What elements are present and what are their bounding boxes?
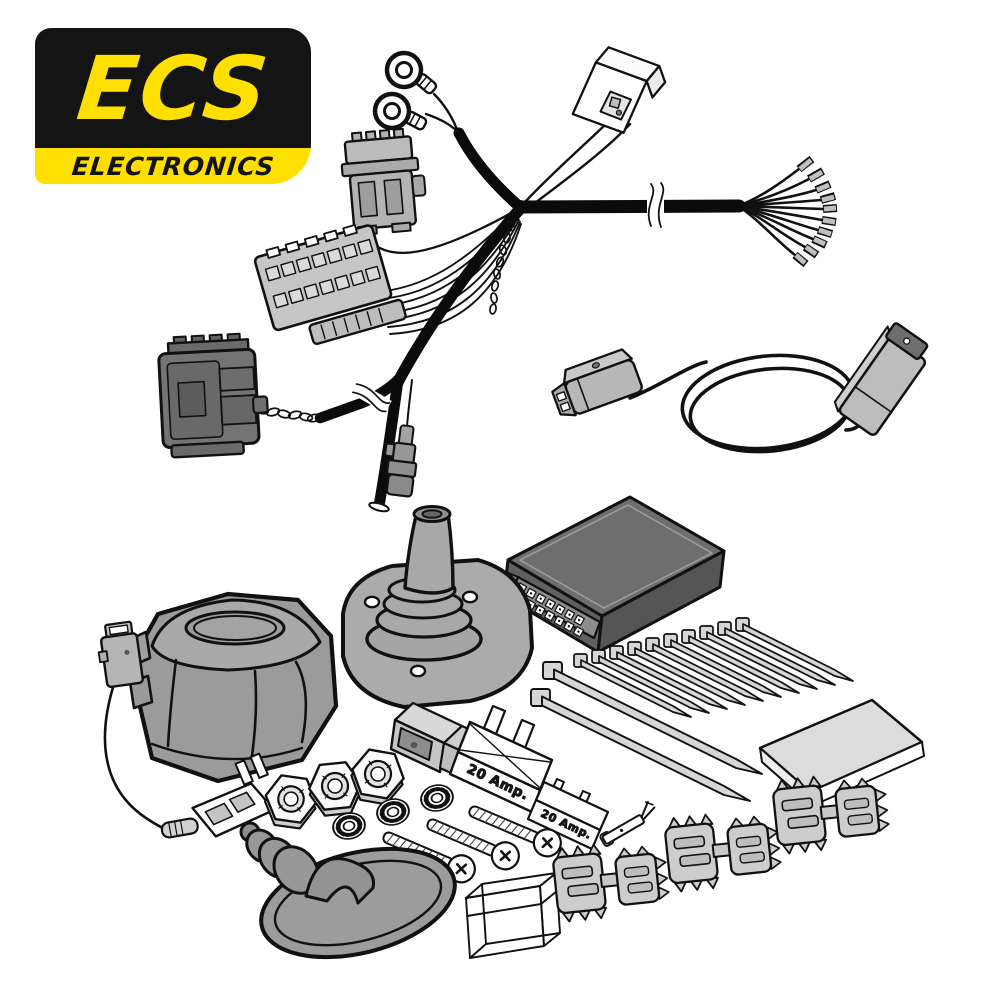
crimp-terminal bbox=[599, 800, 656, 847]
dark-relay-connector bbox=[157, 332, 269, 459]
ecs-logo: ECS ELECTRONICS bbox=[35, 28, 311, 184]
multi-pin-connector bbox=[253, 224, 407, 346]
wireframe-box bbox=[465, 872, 561, 959]
ecs-logo-yellow-band: ELECTRONICS bbox=[35, 148, 311, 184]
standard-blade-fuse: 20 Amp. bbox=[448, 704, 554, 814]
left-extension-connector bbox=[551, 348, 643, 417]
bullet-connector bbox=[384, 424, 418, 498]
socket-housing-group bbox=[97, 591, 339, 839]
cable-break-marks bbox=[350, 182, 665, 414]
socket-housing bbox=[126, 591, 339, 784]
grommet-plate-boot bbox=[341, 505, 534, 709]
ring-terminals bbox=[372, 50, 438, 131]
ecs-logo-subtitle-text: ELECTRONICS bbox=[70, 151, 276, 181]
inline-fuse-holder bbox=[340, 127, 427, 237]
mini-fuse-tap bbox=[160, 752, 276, 839]
stripped-wire-ends bbox=[736, 167, 825, 257]
right-extension-connector bbox=[833, 322, 929, 436]
ecs-logo-brand-text: ECS bbox=[72, 37, 274, 140]
wiring-harness bbox=[157, 46, 838, 513]
rubber-grommet bbox=[239, 821, 457, 960]
ecu-module-box bbox=[501, 495, 726, 654]
two-pin-connector bbox=[571, 46, 667, 134]
wire-crimp-tips bbox=[792, 155, 838, 268]
extension-lead bbox=[551, 322, 929, 454]
cable-cut-end bbox=[368, 501, 390, 513]
socket-pigtail-connector bbox=[97, 620, 144, 689]
twisted-wire bbox=[254, 220, 516, 423]
mini-blade-fuse: 20 Amp. bbox=[526, 778, 610, 851]
ecs-logo-black-panel: ECS bbox=[35, 28, 311, 148]
